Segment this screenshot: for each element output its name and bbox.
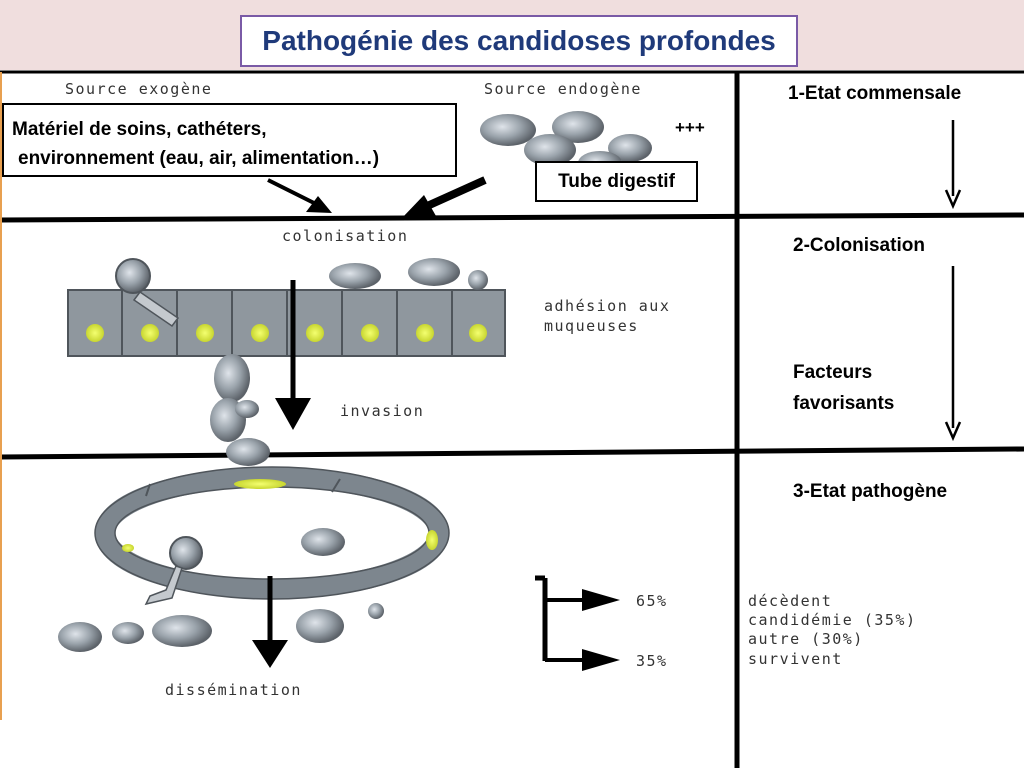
adhesion-label-line2: muqueuses	[544, 317, 639, 335]
dissemination-label: dissémination	[165, 681, 302, 699]
endogenous-arrow	[402, 176, 487, 218]
stage3-label: 3-Etat pathogène	[793, 481, 948, 502]
factors-label: Facteurs favorisants	[793, 357, 894, 419]
exogenous-box-line1: Matériel de soins, cathéters,	[12, 119, 267, 140]
exogenous-source-box: Matériel de soins, cathéters, environnem…	[2, 103, 457, 177]
source-endogenous-label: Source endogène	[484, 80, 642, 98]
stage-arrow-2	[944, 266, 962, 442]
invasion-arrow	[275, 280, 311, 430]
divider-line-1	[0, 212, 1024, 223]
percent-survive-label: 35%	[636, 652, 668, 670]
endogenous-source-box: Tube digestif	[535, 161, 698, 202]
outcome-die-label: décèdent	[748, 592, 832, 610]
outcome-candidemia-label: candidémie (35%)	[748, 611, 917, 629]
exogenous-arrow	[267, 178, 332, 213]
outcome-arrows	[535, 575, 620, 671]
invasion-label: invasion	[340, 402, 424, 420]
plus-marker: +++	[675, 118, 705, 137]
stage1-label: 1-Etat commensale	[788, 83, 962, 104]
stage-arrow-1	[944, 120, 962, 210]
source-exogenous-label: Source exogène	[65, 80, 212, 98]
invading-hyphae	[210, 354, 270, 466]
factors-label-line1: Facteurs	[793, 362, 873, 383]
endogenous-box-label: Tube digestif	[558, 170, 675, 192]
dissemination-arrow	[252, 576, 288, 668]
outcome-survive-label: survivent	[748, 650, 843, 668]
adherent-yeasts	[115, 258, 488, 328]
percent-die-label: 65%	[636, 592, 668, 610]
page-title: Pathogénie des candidoses profondes	[262, 25, 776, 56]
stage2-label: 2-Colonisation	[793, 235, 925, 256]
colonisation-label: colonisation	[282, 227, 408, 245]
title-box: Pathogénie des candidoses profondes	[240, 15, 798, 67]
divider-line-2	[0, 446, 1024, 460]
factors-label-line2: favorisants	[793, 393, 895, 414]
disseminating-yeasts	[58, 536, 384, 652]
adhesion-label-line1: adhésion aux	[544, 297, 670, 315]
exogenous-box-line2: environnement (eau, air, alimentation…)	[18, 148, 380, 169]
outcome-other-label: autre (30%)	[748, 630, 864, 648]
